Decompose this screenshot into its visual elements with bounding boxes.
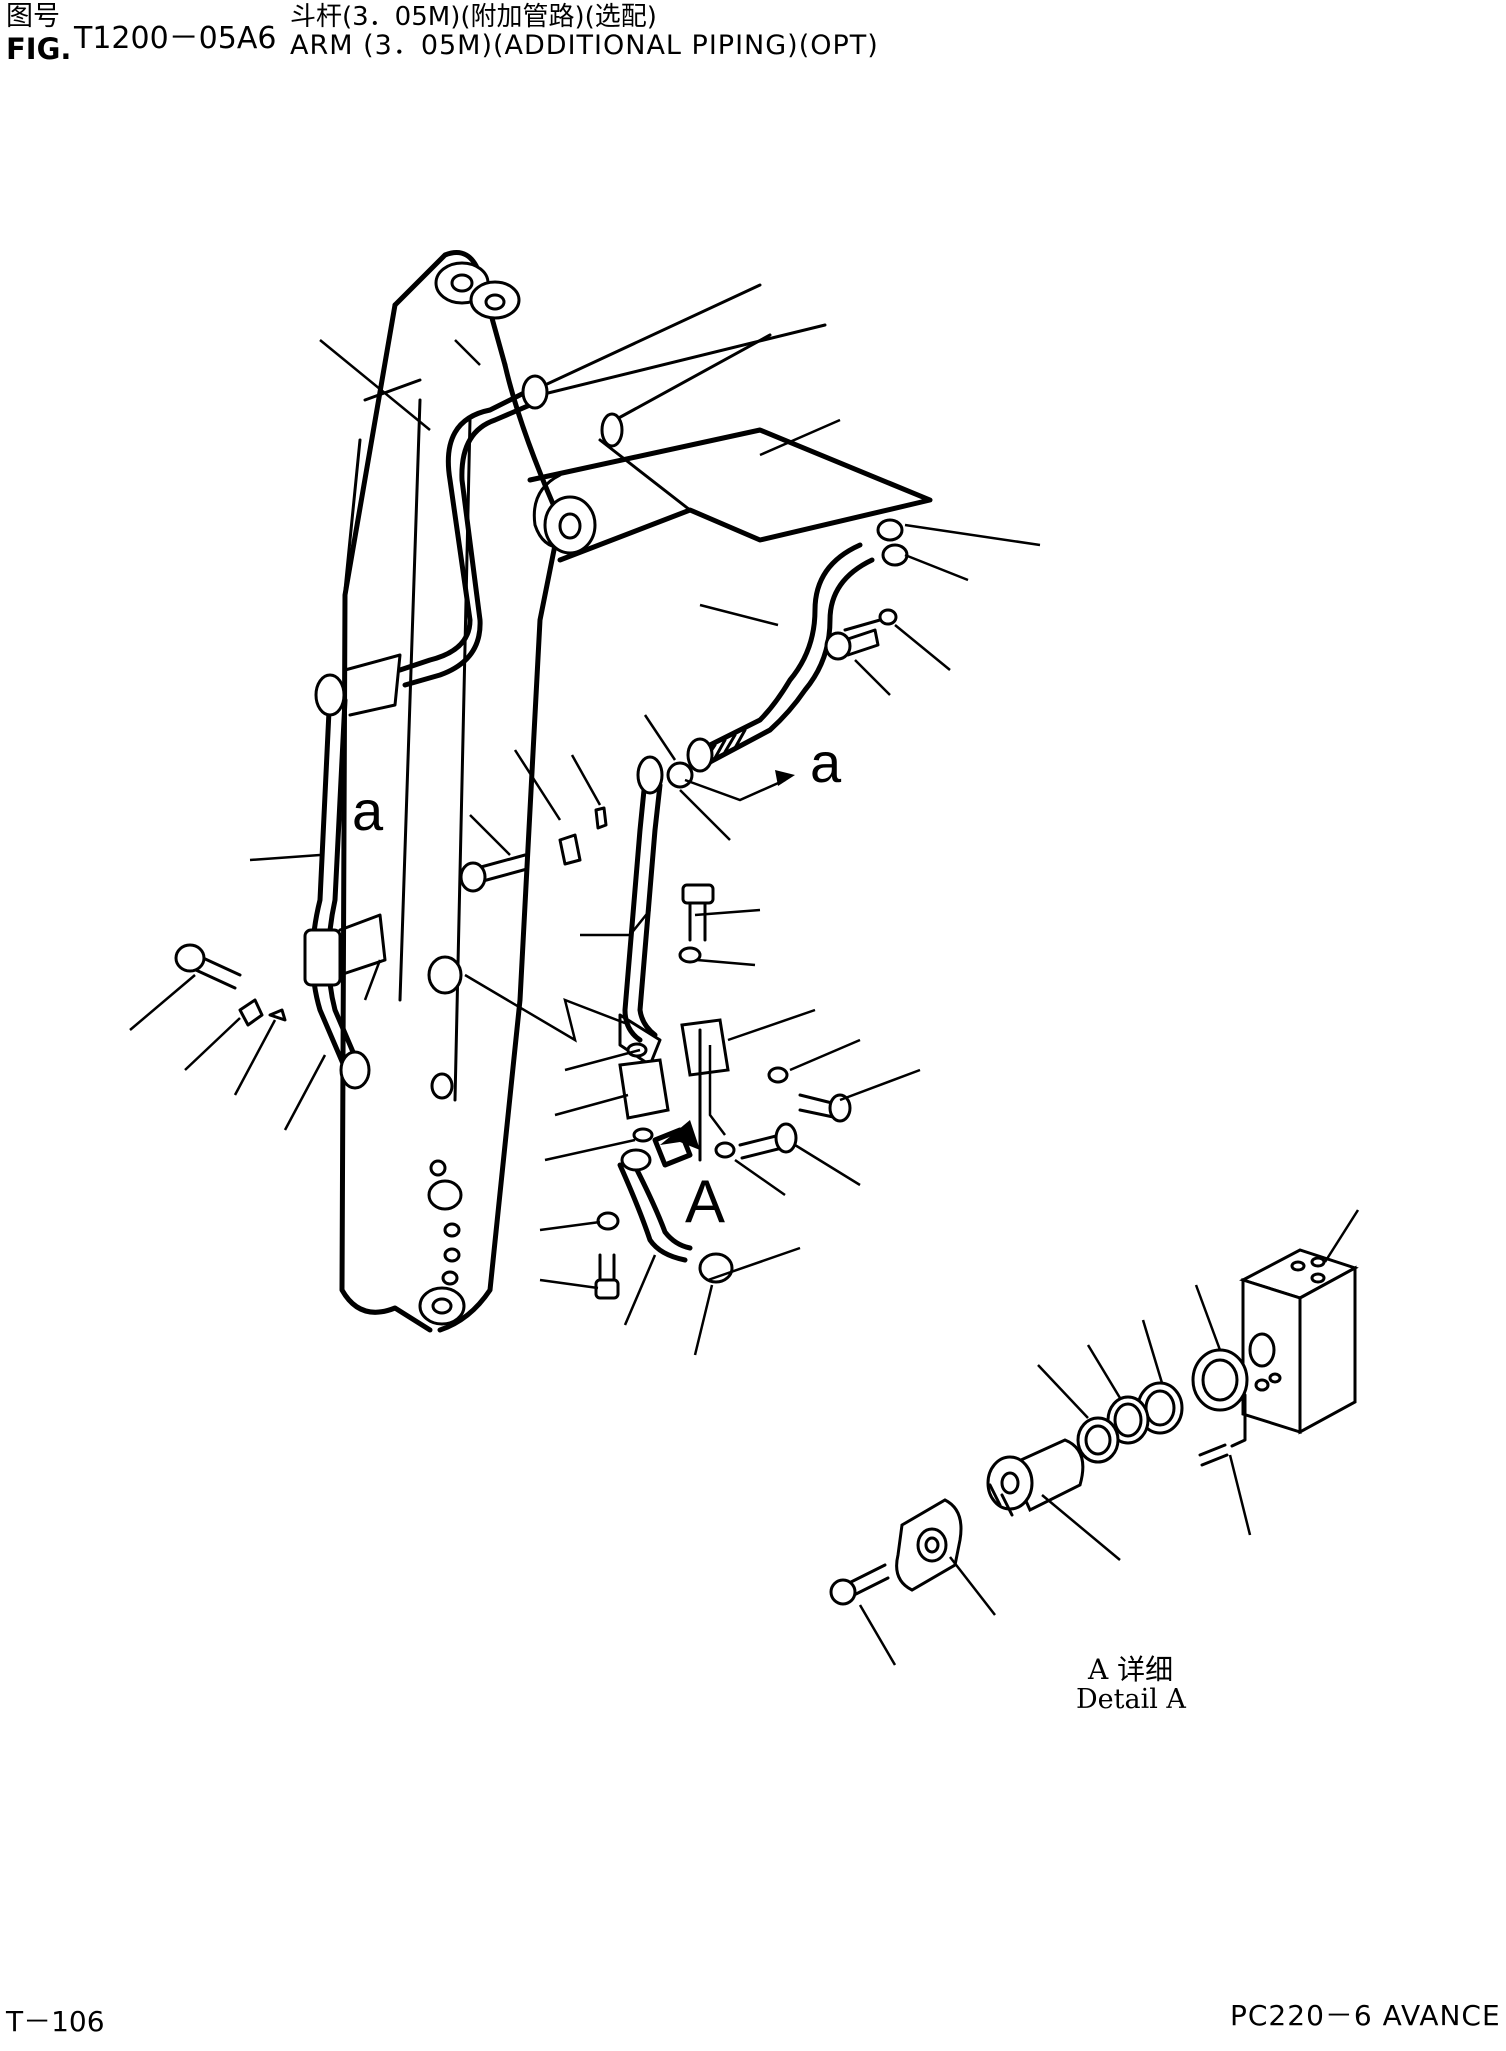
page-number: T－106 xyxy=(6,2005,105,2038)
valve-assembly xyxy=(596,946,789,1231)
detail-title-en: Detail A xyxy=(1076,1684,1186,1715)
figure-number: T1200－05A6 xyxy=(74,21,277,56)
bolts xyxy=(174,618,882,1300)
right-hose xyxy=(686,518,909,773)
callout-a-right: a xyxy=(810,731,842,794)
figure-label-cn: 图号 xyxy=(6,1,60,32)
left-pipe xyxy=(303,653,402,1090)
callout-detail-a: A xyxy=(685,1168,725,1235)
leader-lines xyxy=(129,339,1041,1356)
vertical-pipe xyxy=(618,755,694,1067)
boom-cylinder xyxy=(527,283,933,563)
detail-a-exploded xyxy=(829,1209,1360,1666)
callout-a-left: a xyxy=(352,779,384,842)
machine-model: PC220－6 AVANCE xyxy=(1230,1999,1501,2032)
upper-hose xyxy=(397,374,549,688)
detail-title-cn: A 详细 xyxy=(1088,1653,1174,1686)
figure-label: FIG. xyxy=(6,32,72,66)
lower-tube xyxy=(617,1148,734,1284)
figure-title-cn: 斗杆(3．05M)(附加管路)(选配) xyxy=(290,2,657,32)
figure-title-en: ARM (3．05M)(ADDITIONAL PIPING)(OPT) xyxy=(290,30,879,61)
